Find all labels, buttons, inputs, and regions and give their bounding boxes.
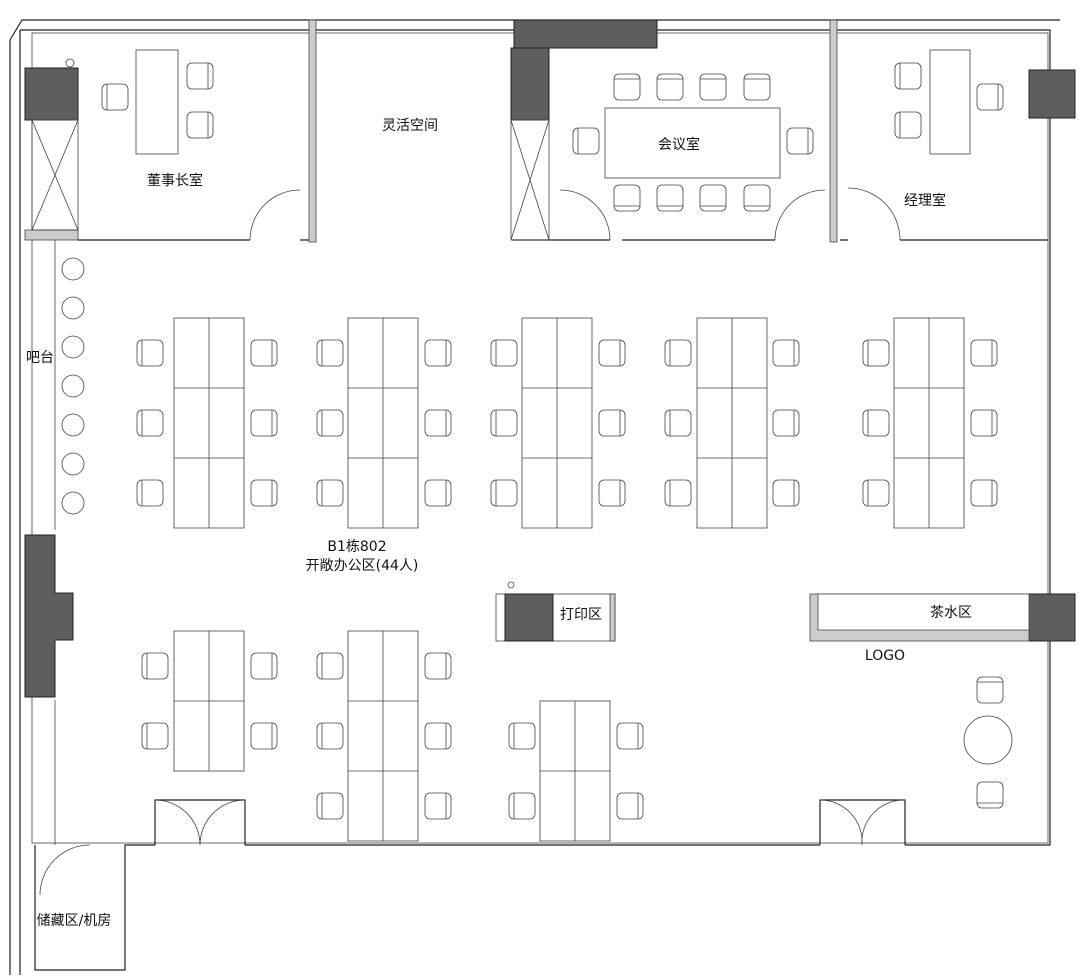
chair [316,339,344,367]
chair [316,792,344,820]
chair [613,184,641,212]
chair [250,652,278,680]
chair [786,127,814,155]
bar-stool [61,413,85,437]
chair [598,409,626,437]
columns [24,19,1076,698]
chair [976,676,1004,704]
room-label-tea: 茶水区 [930,605,972,621]
chairman-desk [135,49,179,155]
room-label-print: 打印区 [560,606,602,623]
room-label-manager: 经理室 [904,192,946,209]
chair [970,339,998,367]
room-label-bar: 吧台 [26,350,54,366]
room-label-office: 开敞办公区(44人) [306,558,419,574]
chair [664,409,692,437]
chair [699,184,727,212]
chair [598,479,626,507]
chair [490,409,518,437]
chair [699,73,727,101]
furniture [61,49,1013,842]
tea-counter [809,593,1030,642]
bar-stool [61,335,85,359]
chair [424,479,452,507]
chair [862,409,890,437]
chair [186,62,214,90]
print-area [495,581,616,642]
chair [490,479,518,507]
chair [250,722,278,750]
chair [772,339,800,367]
chair [424,409,452,437]
chair [862,479,890,507]
walls [9,19,1060,975]
chair [424,652,452,680]
chair [316,409,344,437]
chair [862,339,890,367]
chair [316,479,344,507]
room-label-flexible: 灵活空间 [382,118,438,134]
chair [656,73,684,101]
chair [136,479,164,507]
chair [508,722,536,750]
chair [656,184,684,212]
room-partitions [24,19,1048,845]
chair [316,722,344,750]
chair [490,339,518,367]
room-label-meeting: 会议室 [658,136,700,153]
chair [976,83,1004,111]
bar-stool [61,296,85,320]
chair [186,111,214,139]
chair [250,339,278,367]
chair [664,479,692,507]
bar-stool [61,257,85,281]
chair [598,339,626,367]
chair [743,184,771,212]
chair [772,409,800,437]
chair [613,73,641,101]
bar-stool [61,374,85,398]
chair [894,62,922,90]
chair [616,792,644,820]
room-label-chairman: 董事长室 [147,172,203,189]
meeting-table [604,107,781,179]
manager-desk [929,49,971,155]
chair [136,409,164,437]
chair [976,781,1004,809]
bar-stool [61,491,85,515]
room-label-storage: 储藏区/机房 [37,913,112,929]
sink [65,58,75,68]
chair [250,409,278,437]
chair [250,479,278,507]
office-building-label: B1栋802 [327,538,386,555]
chair [508,792,536,820]
chair [572,127,600,155]
chair [616,722,644,750]
chair [141,722,169,750]
chair [743,73,771,101]
chair [424,722,452,750]
chair [664,339,692,367]
chair [772,479,800,507]
logo-label: LOGO [865,648,905,664]
chair [424,339,452,367]
chair [316,652,344,680]
chair [894,111,922,139]
round-table [963,715,1013,765]
chair [970,479,998,507]
chair [424,792,452,820]
chair [136,339,164,367]
bar-stool [61,452,85,476]
chair [970,409,998,437]
chair [141,652,169,680]
chair [101,83,129,111]
